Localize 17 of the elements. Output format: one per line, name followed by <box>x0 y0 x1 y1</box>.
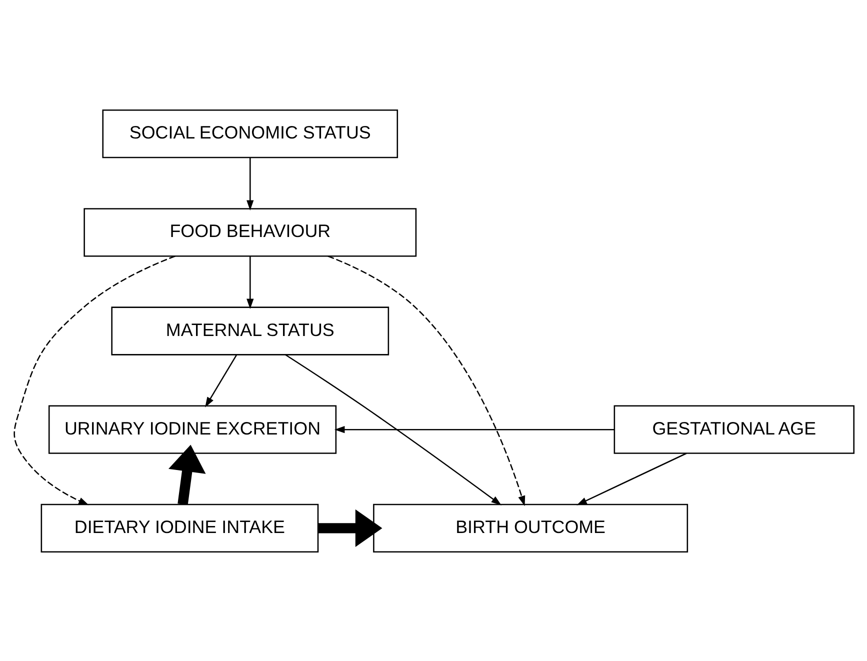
node-box: BIRTH OUTCOME <box>372 503 688 552</box>
arrow <box>318 508 382 546</box>
arrow <box>576 452 686 505</box>
node-box: MATERNAL STATUS <box>110 306 389 355</box>
node-box: FOOD BEHAVIOUR <box>83 208 416 256</box>
arrow <box>334 426 614 433</box>
arrow <box>246 157 254 210</box>
arrow <box>246 256 254 309</box>
node-box: DIETARY IODINE INTAKE <box>40 503 318 552</box>
node-box: URINARY IODINE EXCRETION <box>48 404 336 454</box>
node-box: GESTATIONAL AGE <box>613 404 854 454</box>
arrow <box>13 255 175 505</box>
arrow <box>327 255 525 506</box>
arrow <box>284 354 501 505</box>
arrow <box>168 444 206 504</box>
node-box: SOCIAL ECONOMIC STATUS <box>102 108 398 158</box>
arrow <box>204 354 237 407</box>
